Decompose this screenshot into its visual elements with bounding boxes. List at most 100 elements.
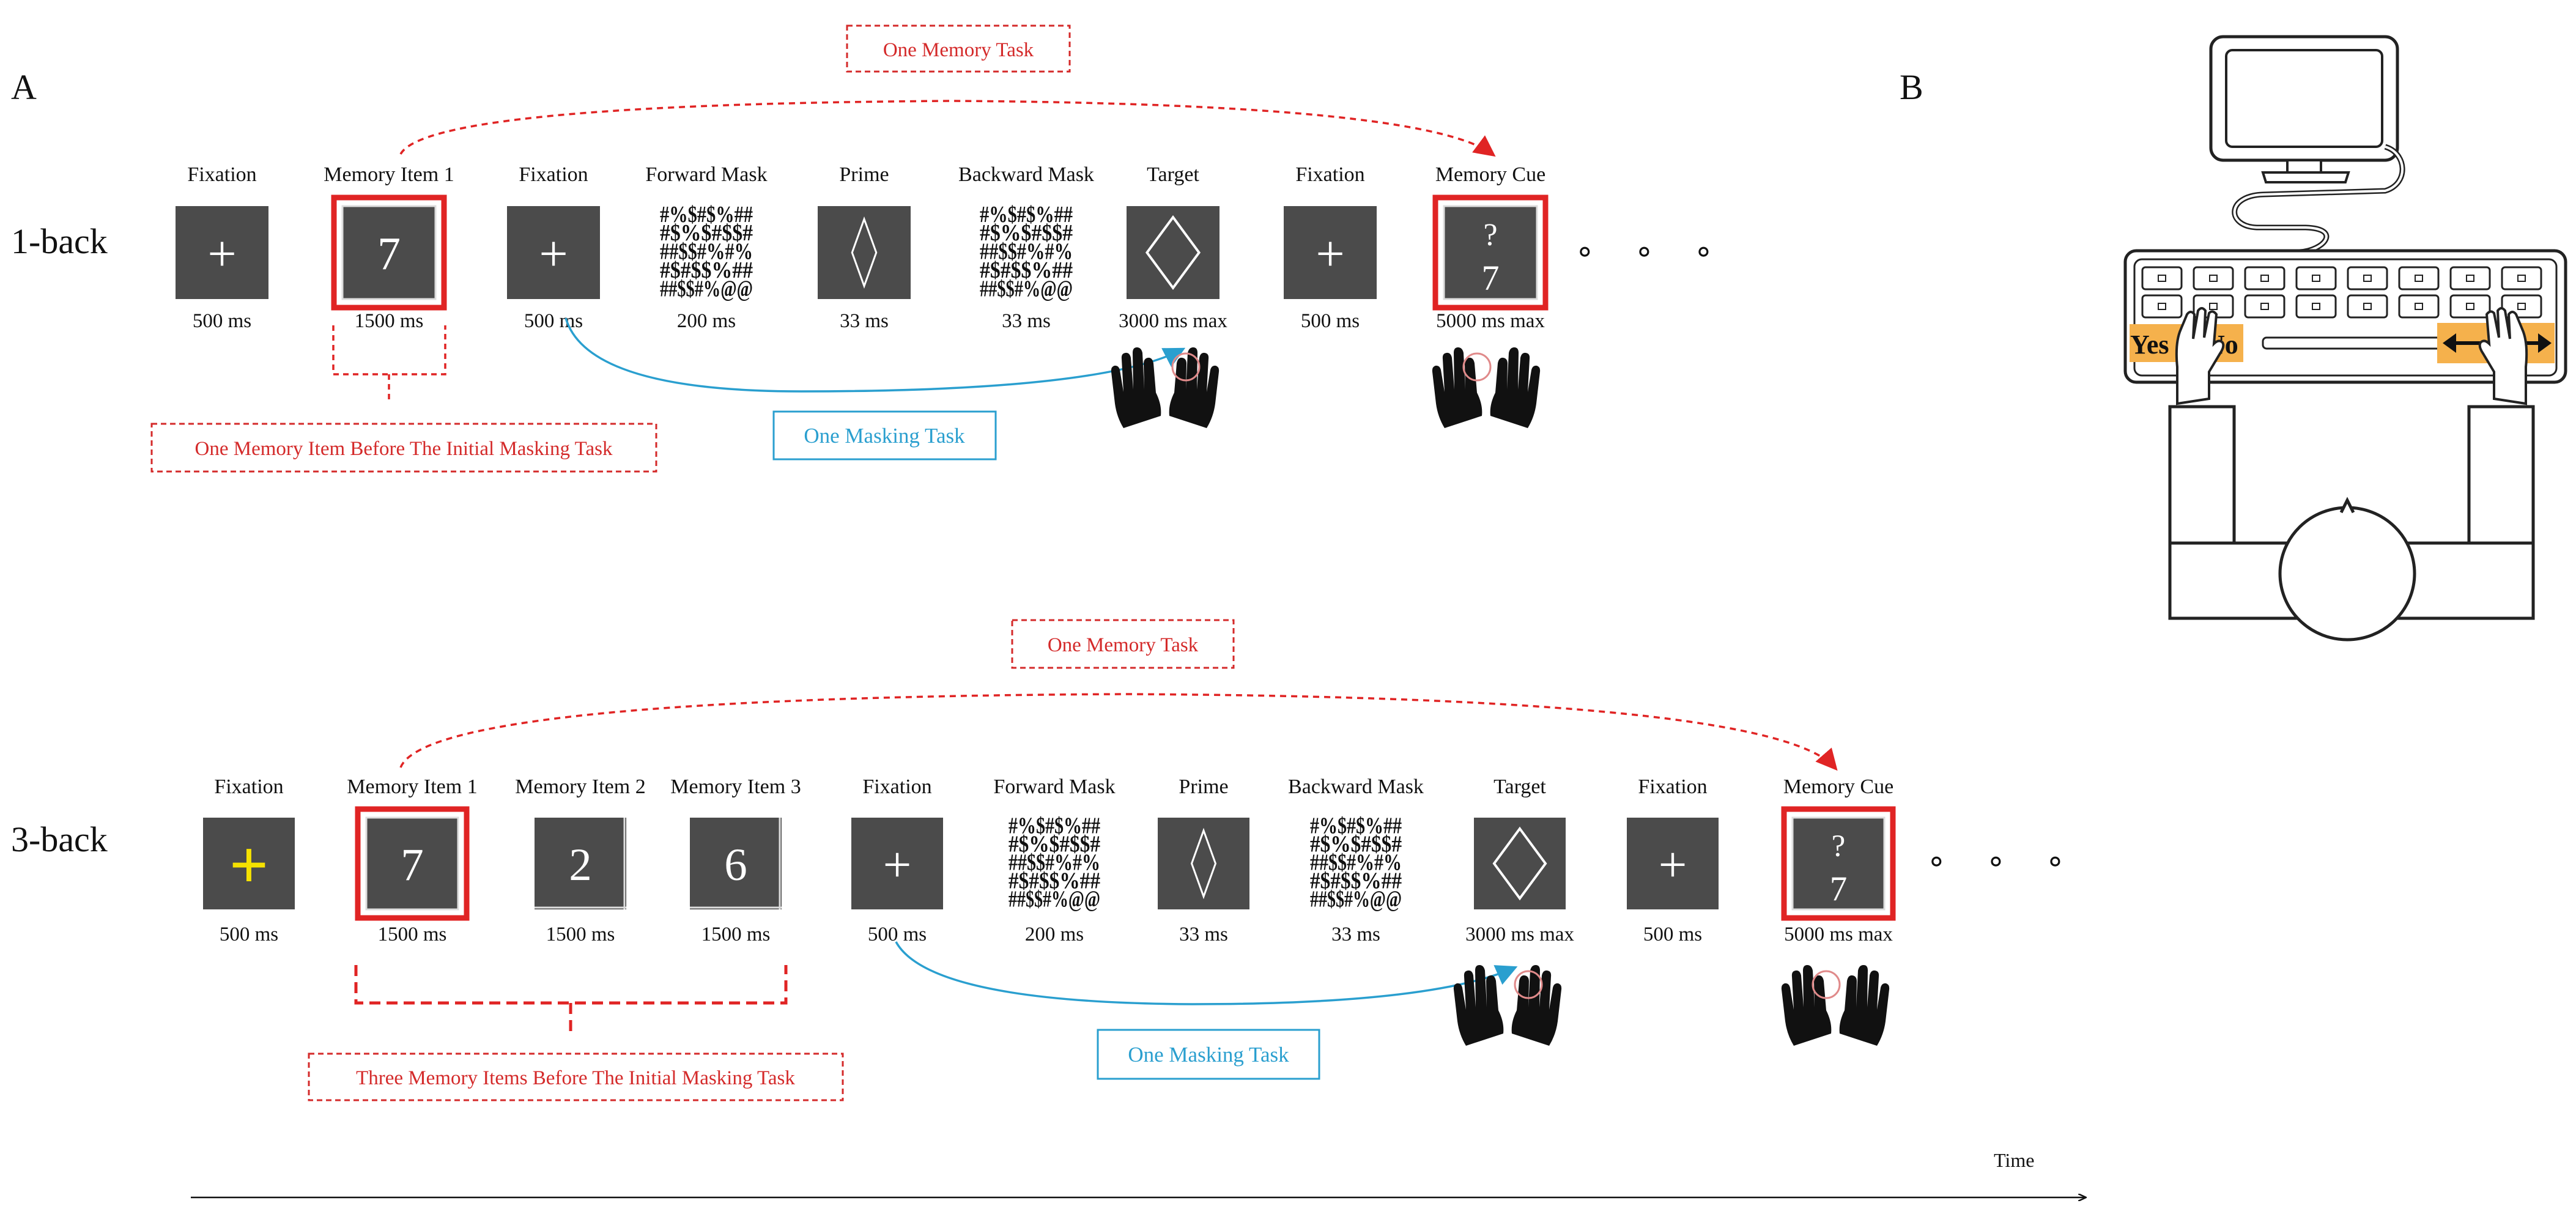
three-back-memory-items-box (308, 1052, 844, 1101)
yes-key (2130, 324, 2183, 362)
cue-digit: 7 (1482, 258, 1500, 298)
frame-duration: 33 ms (1002, 310, 1051, 332)
yes-key-label: Yes (2130, 330, 2169, 360)
frame-label: Memory Item 2 (515, 775, 645, 798)
one-back-masking-task-box (772, 410, 997, 461)
left-hand-icon (2175, 307, 2225, 405)
frame-label: Memory Item 3 (670, 775, 801, 798)
stimulus-screen (1627, 818, 1719, 909)
mask-pattern-line: #%$#$%## (1310, 813, 1402, 839)
participant-setup: Yes No (2123, 35, 2567, 642)
memory-digit: 7 (377, 228, 401, 279)
frame-label: Fixation (1295, 163, 1364, 186)
fixation-cross: + (1659, 837, 1687, 893)
one-back-memory-task-box (846, 24, 1071, 73)
mask-pattern-line: ##$$#%#% (660, 239, 753, 265)
stimulus-frame-target: Target 3000 ms max (1119, 163, 1227, 332)
panel-a-label: A (11, 67, 37, 107)
cue-digit: 7 (1830, 870, 1848, 908)
stimulus-frame-memory-plain: Memory Item 2 1500 ms 2 (515, 775, 645, 945)
frame-label: Forward Mask (645, 163, 767, 186)
mask-pattern-line: ##$$#%@@ (660, 276, 753, 301)
one-back-memory-brace (332, 325, 446, 404)
three-back-memory-task-box (1011, 619, 1235, 669)
mask-pattern-line: #$#$$%## (1310, 868, 1402, 894)
right-hand-icon (2478, 307, 2528, 405)
frame-duration: 1500 ms (546, 923, 615, 945)
hands-icon (1453, 965, 1562, 1046)
three-back-memory-brace (354, 965, 788, 1034)
frame-duration: 200 ms (677, 310, 736, 332)
frame-label: Prime (839, 163, 889, 186)
one-back-memory-items-box (150, 423, 657, 473)
mask-pattern-line: #%$#$%## (980, 202, 1073, 227)
participant-icon (2168, 405, 2535, 642)
stimulus-screen (690, 818, 782, 909)
frame-duration: 500 ms (1301, 310, 1360, 332)
one-back-row-label: 1-back (11, 221, 108, 261)
fixation-cross: + (229, 827, 268, 904)
stimulus-screen (507, 206, 600, 299)
cue-question-mark: ? (1483, 218, 1497, 253)
diamond-shape (1492, 826, 1547, 901)
three-back-memory-task-label: One Memory Task (1048, 634, 1199, 656)
memory-highlight-frame (331, 194, 447, 311)
memory-digit: 7 (401, 840, 424, 890)
fixation-cross: + (539, 226, 568, 283)
frame-duration: 5000 ms max (1436, 310, 1545, 332)
mask-pattern-line: ##$$#%@@ (980, 276, 1073, 301)
hands-icon (1111, 347, 1220, 428)
three-back-row-label: 3-back (11, 819, 108, 859)
diamond-shape (1145, 215, 1201, 290)
three-back-masking-task-box (1097, 1029, 1320, 1080)
frame-label: Fixation (862, 775, 931, 798)
stimulus-screen (535, 818, 626, 909)
hands-icon (1781, 965, 1890, 1046)
frame-label: Prime (1179, 775, 1228, 798)
frame-duration: 500 ms (1643, 923, 1702, 945)
three-back-memory-items-label: Three Memory Items Before The Initial Ma… (356, 1067, 795, 1089)
stimulus-frame-prime: Prime 33 ms (1158, 775, 1249, 945)
keyboard-icon: Yes No (2123, 249, 2567, 405)
frame-duration: 33 ms (1331, 923, 1380, 945)
memory-highlight-frame (355, 806, 470, 921)
mask-pattern-line: ##$$#%#% (980, 239, 1073, 265)
frame-duration: 33 ms (1179, 923, 1228, 945)
fixation-cross: + (883, 837, 912, 893)
mask-pattern-line: #$%$#$$# (1310, 832, 1402, 857)
mask-pattern-line: #$%$#$$# (980, 220, 1073, 246)
mask-pattern-line: #%$#$%## (1009, 813, 1100, 839)
mask-pattern-line: #%$#$%## (660, 202, 753, 227)
frame-duration: 3000 ms max (1119, 310, 1227, 332)
frame-duration: 3000 ms max (1465, 923, 1574, 945)
one-back-memory-task-label: One Memory Task (883, 39, 1034, 61)
frame-label: Fixation (519, 163, 588, 186)
mask-pattern-line: #$#$$%## (660, 257, 753, 283)
stimulus-frame-fixation: Fixation 500 ms + (507, 163, 600, 332)
frame-label: Target (1147, 163, 1199, 186)
one-back-memory-items-label: One Memory Item Before The Initial Maski… (195, 438, 613, 460)
stimulus-screen (1284, 206, 1377, 299)
hands-icon (1432, 347, 1541, 428)
frame-duration: 200 ms (1025, 923, 1084, 945)
fixation-cross: + (1316, 226, 1344, 283)
diamond-shape (1190, 827, 1217, 900)
frame-duration: 500 ms (193, 310, 251, 332)
frame-duration: 500 ms (524, 310, 583, 332)
frame-label: Backward Mask (958, 163, 1094, 186)
spacebar (2262, 336, 2457, 350)
memory-digit: 2 (569, 840, 592, 890)
panel-b-label: B (1900, 67, 1923, 107)
frame-label: Memory Cue (1783, 775, 1893, 798)
